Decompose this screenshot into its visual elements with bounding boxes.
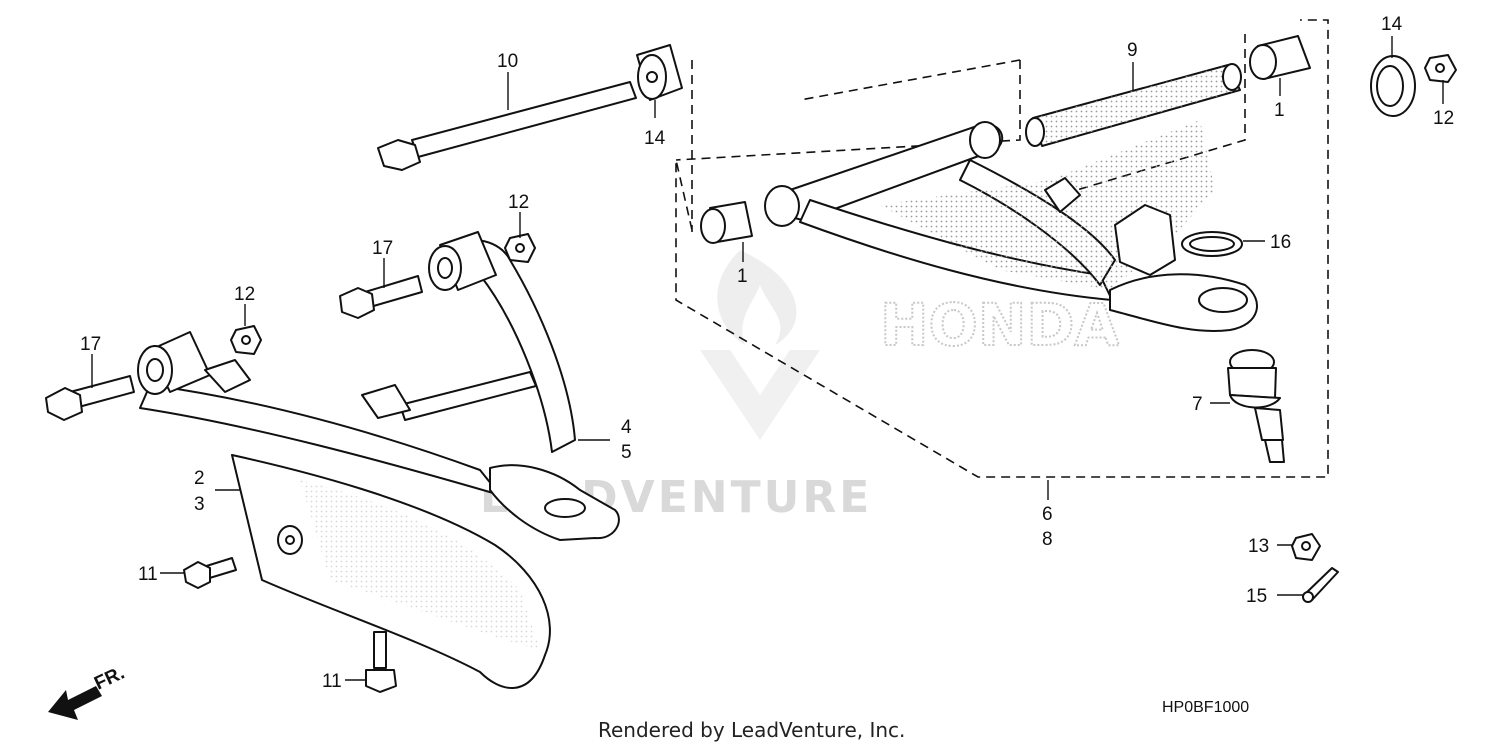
callout-16: 16 [1270, 232, 1291, 253]
bushing-left [700, 201, 753, 244]
callout-13: 13 [1248, 536, 1269, 557]
callout-6: 6 [1042, 504, 1053, 525]
callouts: 10 14 12 17 12 17 4 5 2 3 11 11 9 14 1 1… [80, 14, 1454, 692]
callout-4: 4 [621, 417, 632, 438]
brake-hose-clip [1044, 177, 1081, 213]
mount-hole [1198, 287, 1248, 313]
callout-14-right: 14 [1381, 14, 1403, 35]
circlip [1181, 231, 1243, 257]
knuckle-hole [544, 498, 586, 518]
callout-12-lower: 12 [234, 284, 255, 305]
leader-lines [91, 36, 1444, 681]
diagram-reference-code: HP0BF1000 [1162, 699, 1249, 716]
watermark-brand: HONDA [880, 291, 1120, 359]
flange-bolt-upper [339, 275, 423, 319]
thrust-washer-left [636, 44, 683, 101]
callout-1-left: 1 [737, 266, 748, 287]
lower-arm-rear-tube [454, 239, 576, 453]
callout-11-bottom: 11 [322, 671, 342, 692]
callout-2: 2 [194, 468, 205, 489]
callout-14-left: 14 [644, 128, 666, 149]
nut-upper [504, 233, 536, 263]
arm-guard [231, 454, 551, 689]
guard-bolt-side [183, 557, 237, 589]
guard-bolt-bottom [365, 631, 397, 693]
pivot-end-rear [969, 121, 1001, 159]
callout-9: 9 [1127, 40, 1138, 61]
callout-7: 7 [1192, 394, 1203, 415]
lower-arm-clip-b [361, 384, 411, 419]
callout-15: 15 [1246, 586, 1267, 607]
upper-arm-assembly [675, 19, 1457, 478]
callout-11-side: 11 [138, 564, 158, 585]
lower-pivot-front [137, 331, 211, 395]
lower-arm-clip-a [204, 359, 251, 393]
lower-arm-crossbar [399, 371, 537, 421]
callout-1-right: 1 [1274, 100, 1285, 121]
watermark-logo [700, 250, 820, 440]
bushing-right [1249, 35, 1311, 80]
render-credit: Rendered by LeadVenture, Inc. [598, 718, 905, 742]
callout-17-lower: 17 [80, 334, 101, 355]
front-arrow-icon [48, 686, 102, 720]
thrust-washer-right [1370, 55, 1416, 117]
ball-joint [1227, 349, 1285, 463]
nut-lower [230, 325, 262, 355]
callout-12-right: 12 [1433, 108, 1454, 129]
collar [1025, 63, 1242, 147]
castle-nut [1291, 533, 1321, 561]
callout-12-upper: 12 [508, 192, 529, 213]
arm-bracket [1114, 204, 1176, 276]
pivot-end-front [764, 185, 800, 227]
cotter-pin [1302, 567, 1339, 603]
lower-pivot-rear [428, 231, 497, 291]
assembly-boundary [675, 19, 1329, 478]
callout-10: 10 [497, 51, 518, 72]
watermark: HONDA LEADVENTURE [480, 250, 1121, 523]
lower-arm-assembly [45, 44, 683, 693]
callout-8: 8 [1042, 529, 1053, 550]
flange-bolt-lower [45, 375, 135, 421]
callout-3: 3 [194, 494, 205, 515]
nut-right [1424, 54, 1457, 83]
callout-17-upper: 17 [372, 238, 393, 259]
pivot-bolt-long [377, 81, 637, 171]
front-direction-indicator: FR. [48, 663, 128, 720]
callout-5: 5 [621, 442, 632, 463]
